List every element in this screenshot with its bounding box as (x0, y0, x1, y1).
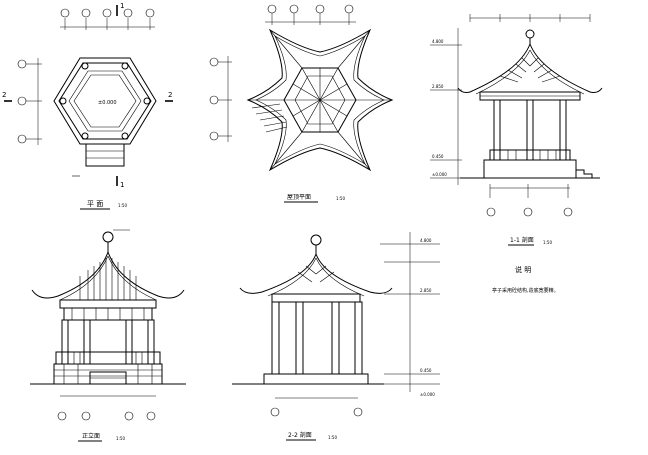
plan-title: 平 面 (87, 200, 103, 208)
notes-body: 亭子采用砼结构,造底宽要精。 (492, 287, 559, 294)
section-2-scale: 1:50 (328, 435, 337, 440)
cut1-mark-bottom: 1 (120, 181, 124, 189)
svg-text:0.450: 0.450 (432, 154, 444, 159)
section-1-title: 1-1 剖面 (510, 236, 534, 244)
section-2-title: 2-2 剖面 (288, 431, 312, 439)
svg-text:±0.000: ±0.000 (98, 100, 117, 106)
svg-text:±0.000: ±0.000 (420, 392, 435, 397)
plan-grid-left (17, 58, 42, 145)
svg-text:2.850: 2.850 (432, 84, 444, 89)
roof-plan-view: 屋顶平面 1:50 (209, 4, 394, 203)
elevation-view: 正立面 1:50 (30, 229, 186, 442)
section-1-scale: 1:50 (543, 240, 552, 245)
svg-text:4.800: 4.800 (420, 238, 432, 243)
elevation-scale: 1:50 (116, 436, 125, 441)
roof-grid-left (209, 56, 232, 142)
notes-block: 说 明 亭子采用砼结构,造底宽要精。 (492, 265, 559, 294)
section-1-view: 4.800 2.850 0.450 ±0.000 (430, 14, 603, 246)
elevation-title: 正立面 (82, 432, 100, 440)
cut1-mark-top: 1 (120, 2, 124, 10)
cut2-mark-left: 2 (2, 91, 6, 99)
roof-plan-scale: 1:50 (336, 196, 345, 201)
plan-view: 1 1 2 2 ±0.000 平 面 1:50 (2, 2, 173, 210)
svg-text:0.450: 0.450 (420, 368, 432, 373)
cut2-mark-right: 2 (168, 91, 172, 99)
notes-heading: 说 明 (515, 265, 531, 274)
plan-grid-top (60, 8, 155, 30)
svg-text:±0.000: ±0.000 (432, 172, 447, 177)
section-2-view: 4.800 2.850 0.450 ±0.000 2-2 剖面 1:50 (232, 232, 440, 441)
svg-text:4.800: 4.800 (432, 39, 444, 44)
roof-grid-top (265, 4, 356, 25)
plan-scale: 1:50 (118, 203, 127, 208)
svg-text:2.850: 2.850 (420, 288, 432, 293)
roof-plan-title: 屋顶平面 (287, 194, 311, 201)
